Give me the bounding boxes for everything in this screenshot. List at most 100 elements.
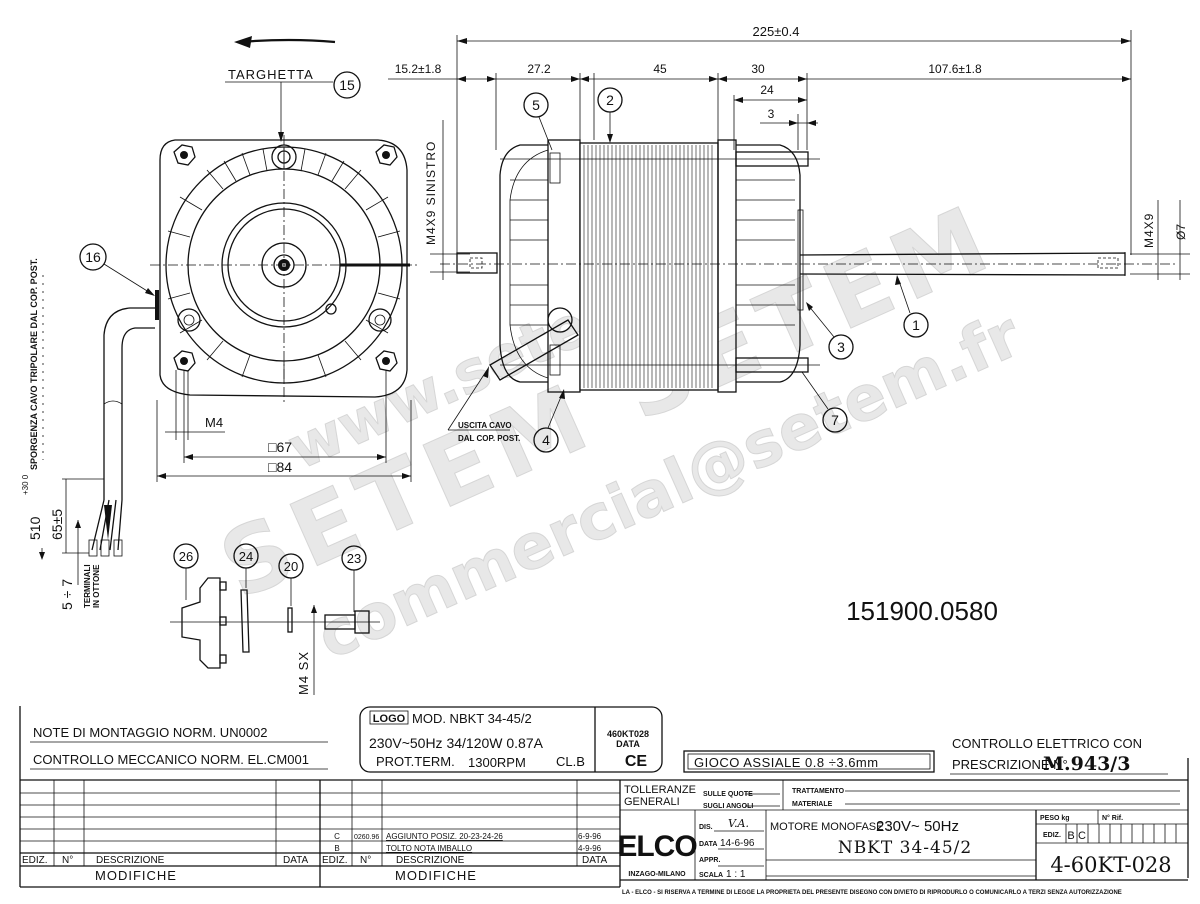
balloon-26: 26 <box>179 549 193 564</box>
right-header-ediz: EDIZ. <box>322 855 348 866</box>
nameplate-prot-term: PROT.TERM. <box>376 754 455 769</box>
rear-thread-dimension: M4X9 SINISTRO <box>424 141 438 245</box>
nameplate-electrical: 230V~50Hz 34/120W 0.87A <box>369 735 544 751</box>
controllo-elettrico-line1: CONTROLLO ELETTRICO CON <box>952 736 1142 751</box>
screw-thread-dimension: M4 SX <box>296 651 311 695</box>
rear-cover-dimension: 27.2 <box>527 62 551 76</box>
elco-logo: ELCO <box>617 830 697 863</box>
svg-text:4-9-96: 4-9-96 <box>578 844 602 853</box>
stator-dimension: 45 <box>653 62 667 76</box>
balloon-16: 16 <box>85 249 101 265</box>
front-cover-dimension: 30 <box>751 62 765 76</box>
left-header-data: DATA <box>283 855 309 866</box>
targhetta-label: TARGHETTA <box>228 67 314 82</box>
materiale-label: MATERIALE <box>792 801 833 808</box>
peso-label: PESO kg <box>1040 815 1070 822</box>
dis-value: V.A. <box>728 817 749 830</box>
cable-tolerance: +30 0 <box>21 474 30 495</box>
nameplate-code: 460KT028 <box>607 729 649 739</box>
cable-exit-note-2: DAL COP. POST. <box>458 434 520 443</box>
strip-length-dimension: 65±5 <box>49 509 65 540</box>
nameplate-class: CL.B <box>556 754 585 769</box>
svg-text:TOLTO NOTA IMBALLO: TOLTO NOTA IMBALLO <box>386 844 472 853</box>
overall-length-dimension: 225±0.4 <box>753 24 800 39</box>
square-84-dimension: □84 <box>268 459 292 475</box>
appr-label: APPR. <box>699 857 720 864</box>
company-location: INZAGO-MILANO <box>628 871 686 878</box>
motor-desc-value: 230V~ 50Hz <box>876 818 959 835</box>
sulle-quote-label: SULLE QUOTE <box>703 791 753 798</box>
front-shaft-dimension: 107.6±1.8 <box>928 62 982 76</box>
title-block: NOTE DI MONTAGGIO NORM. UN0002 CONTROLLO… <box>19 706 1189 896</box>
right-footer-modifiche: MODIFICHE <box>395 868 477 883</box>
balloon-7: 7 <box>831 412 839 428</box>
balloon-3: 3 <box>837 339 845 355</box>
trattamento-label: TRATTAMENTO <box>792 788 845 795</box>
modifications-table-left: EDIZ. N° DESCRIZIONE DATA MODIFICHE <box>20 780 620 887</box>
fixing-parts: 26 24 20 23 M4 SX <box>170 543 380 695</box>
ce-mark-icon: CE <box>625 753 648 770</box>
motor-desc-label: MOTORE MONOFASE : <box>770 821 890 833</box>
left-header-n: N° <box>62 855 73 866</box>
data-label: DATA <box>699 841 717 848</box>
scala-value: 1 : 1 <box>726 869 746 880</box>
terminal-length-dimension: 5 ÷ 7 <box>59 579 75 610</box>
copyright-notice: LA - ELCO - SI RISERVA A TERMINE DI LEGG… <box>622 890 1122 896</box>
rotation-arrow-icon <box>234 36 336 48</box>
right-header-data: DATA <box>582 855 608 866</box>
prescrizione-number: M.943/3 <box>1043 753 1130 775</box>
data-value: 14-6-96 <box>720 838 755 849</box>
rear-shaft-dimension: 15.2±1.8 <box>395 62 442 76</box>
side-view: 225±0.4 15.2±1.8 27.2 45 30 107.6±1.8 24… <box>388 24 1190 453</box>
tolleranze-label-2: GENERALI <box>624 796 680 808</box>
front-end-view: TARGHETTA <box>21 67 418 610</box>
front-3-dimension: 3 <box>768 107 775 121</box>
nameplate-model: MOD. NBKT 34-45/2 <box>412 711 532 726</box>
svg-text:AGGIUNTO POSIZ. 20-23-24-26: AGGIUNTO POSIZ. 20-23-24-26 <box>386 832 503 841</box>
balloon-4: 4 <box>542 432 550 448</box>
scala-label: SCALA <box>699 872 723 879</box>
balloon-1: 1 <box>912 317 920 333</box>
modifications-table-right: C 0260.96 AGGIUNTO POSIZ. 20-23-24-26 6-… <box>320 780 621 887</box>
ediz-label: EDIZ. <box>1043 832 1061 839</box>
m4-dimension: M4 <box>205 415 223 430</box>
balloon-24: 24 <box>239 549 253 564</box>
left-footer-modifiche: MODIFICHE <box>95 868 177 883</box>
svg-text:B: B <box>334 844 339 853</box>
controllo-meccanico: CONTROLLO MECCANICO NORM. EL.CM001 <box>33 752 309 767</box>
nameplate: LOGO MOD. NBKT 34-45/2 230V~50Hz 34/120W… <box>359 706 663 773</box>
nameplate-logo: LOGO <box>373 713 406 725</box>
balloon-15: 15 <box>339 77 355 93</box>
sugli-angoli-label: SUGLI ANGOLI <box>703 803 753 810</box>
balloon-5: 5 <box>532 97 540 113</box>
shaft-diameter-dimension: Ø7 <box>1174 224 1188 240</box>
ediz-value-b: B <box>1067 830 1074 842</box>
n-rif-label: N° Rif. <box>1102 814 1123 822</box>
svg-text:C: C <box>334 832 340 841</box>
mounting-nut <box>173 144 398 372</box>
svg-text:0260.96: 0260.96 <box>354 834 379 841</box>
terminals-note-1: TERMINALI <box>83 564 92 608</box>
right-header-descrizione: DESCRIZIONE <box>396 855 465 866</box>
square-67-dimension: □67 <box>268 439 292 455</box>
svg-text:6-9-96: 6-9-96 <box>578 832 602 841</box>
cable-protrusion-note: SPORGENZA CAVO TRIPOLARE DAL COP. POST. <box>29 258 39 470</box>
tolleranze-label-1: TOLLERANZE <box>624 784 696 796</box>
left-header-ediz: EDIZ. <box>22 855 48 866</box>
part-number: 151900.0580 <box>846 596 998 626</box>
motor-model: NBKT 34-45/2 <box>838 838 972 858</box>
dis-label: DIS. <box>699 824 713 831</box>
left-header-descrizione: DESCRIZIONE <box>96 855 165 866</box>
mod-row: C 0260.96 AGGIUNTO POSIZ. 20-23-24-26 6-… <box>334 832 602 841</box>
stator-laminations <box>583 145 713 388</box>
mod-row: B TOLTO NOTA IMBALLO 4-9-96 <box>334 844 601 853</box>
nameplate-data-label: DATA <box>616 739 640 749</box>
nameplate-rpm: 1300RPM <box>468 755 526 770</box>
cable-exit-note-1: USCITA CAVO <box>458 421 512 430</box>
front-24-dimension: 24 <box>760 83 774 97</box>
balloon-2: 2 <box>606 92 614 108</box>
note-montaggio: NOTE DI MONTAGGIO NORM. UN0002 <box>33 725 268 740</box>
balloon-20: 20 <box>284 559 298 574</box>
balloon-23: 23 <box>347 551 361 566</box>
